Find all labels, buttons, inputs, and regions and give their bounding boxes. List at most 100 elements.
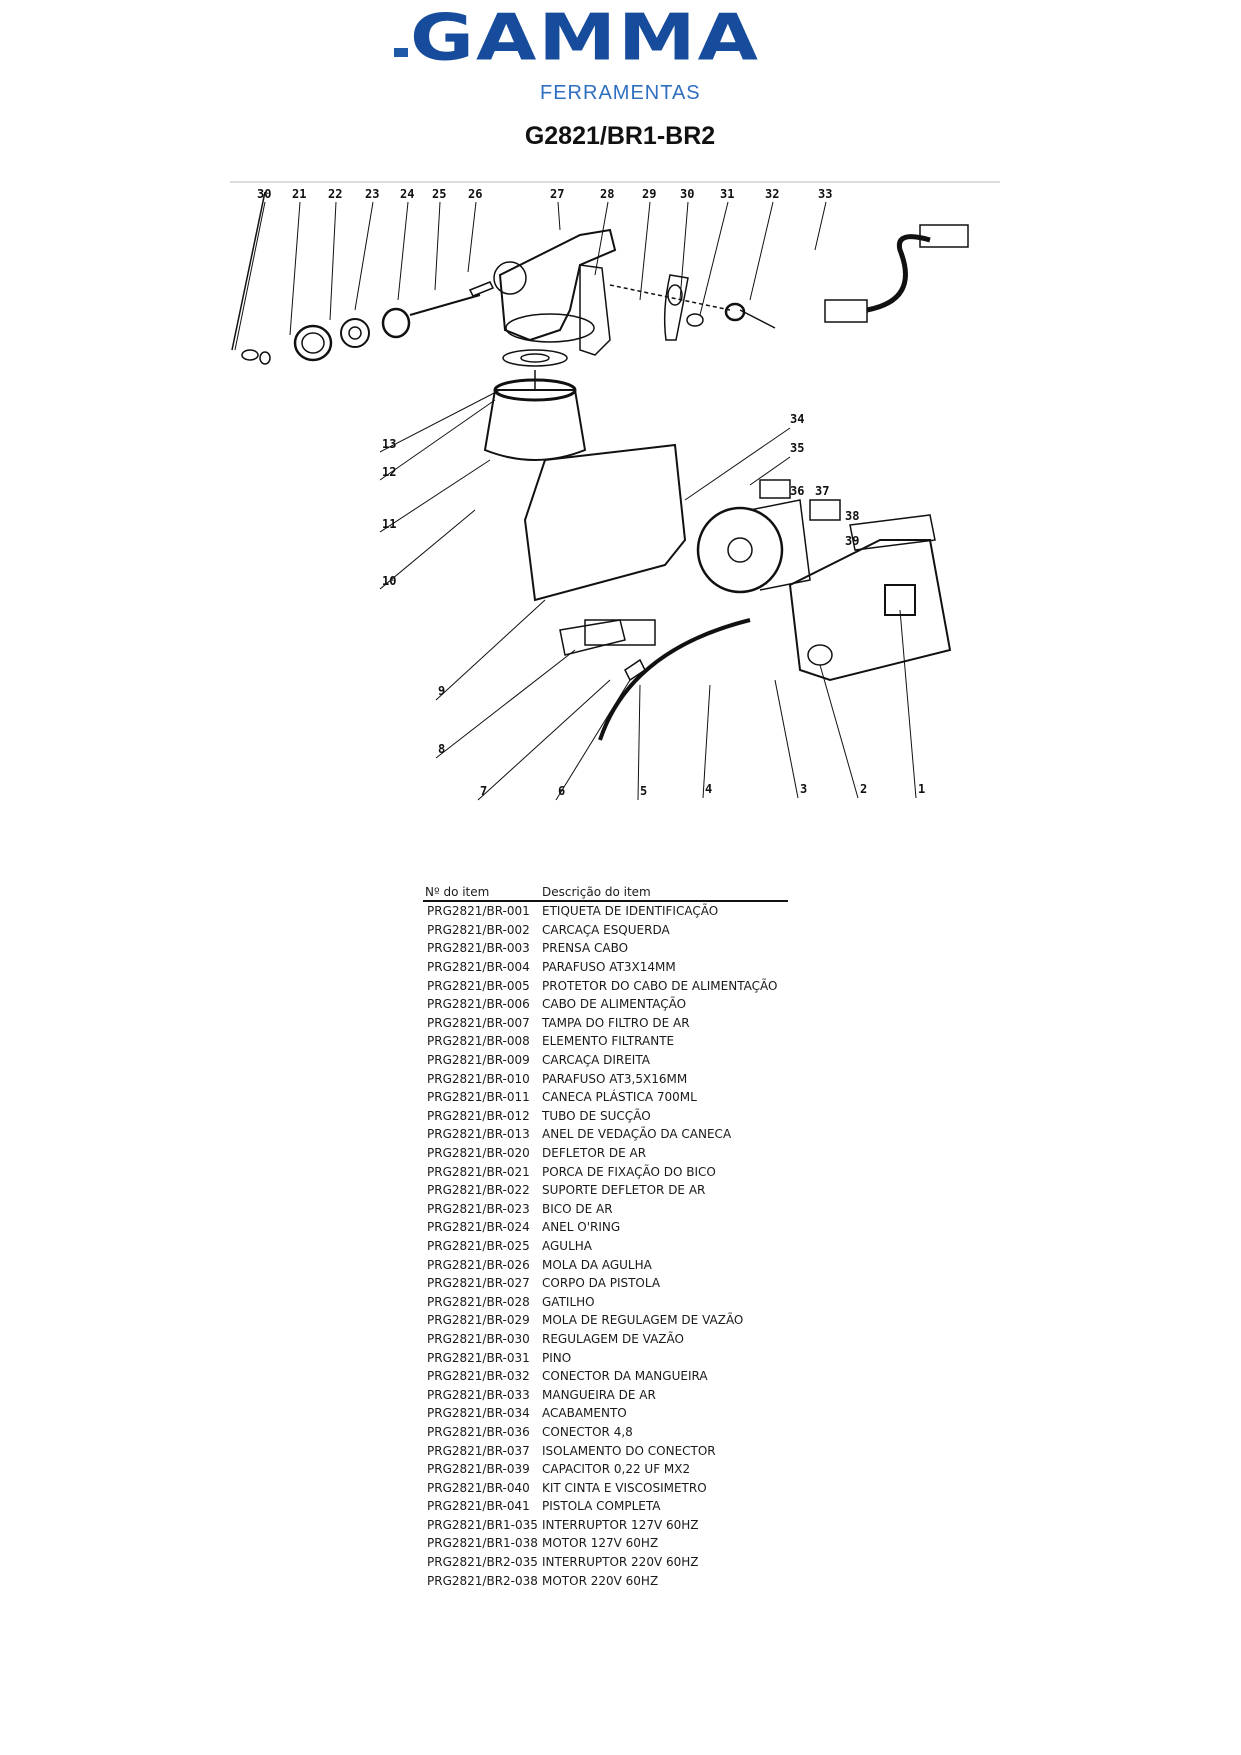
item-description: CABO DE ALIMENTAÇÃO [542,997,687,1012]
callout-25: 25 [432,187,446,201]
table-row: PRG2821/BR2-038 MOTOR 220V 60HZ [423,1571,788,1590]
callout-7: 7 [480,784,487,798]
item-description: ACABAMENTO [542,1406,627,1421]
callout-23: 23 [365,187,379,201]
callout-39: 39 [845,534,859,548]
callout-27: 27 [550,187,564,201]
callout-36: 36 [790,484,804,498]
item-description: PROTETOR DO CABO DE ALIMENTAÇÃO [542,978,778,993]
item-code: PRG2821/BR-028 [427,1294,530,1309]
item-code: PRG2821/BR-013 [427,1127,530,1142]
item-code: PRG2821/BR-008 [427,1034,530,1049]
callout-29: 29 [642,187,656,201]
callout-9: 9 [438,684,445,698]
callout-22: 22 [328,187,342,201]
item-code: PRG2821/BR-024 [427,1220,530,1235]
callout-4: 4 [705,782,712,796]
callout-24: 24 [400,187,414,201]
callout-30b: 30 [680,187,694,201]
brand-subtitle: FERRAMENTAS [540,82,701,104]
brand-name: GAMMA [410,1,760,75]
item-code: PRG2821/BR-021 [427,1164,530,1179]
item-code: PRG2821/BR-003 [427,941,530,956]
item-description: CARCAÇA DIREITA [542,1053,650,1068]
callout-21: 21 [292,187,306,201]
item-code: PRG2821/BR-010 [427,1071,530,1086]
item-description: INTERRUPTOR 127V 60HZ [542,1517,699,1532]
item-description: PRENSA CABO [542,941,629,956]
brand-logo: GAMMA FERRAMENTAS [390,6,840,104]
item-code: PRG2821/BR-027 [427,1276,530,1291]
gun-parts [231,191,969,365]
item-code: PRG2821/BR-004 [427,960,530,975]
callout-2: 2 [860,782,867,796]
table-body: PRG2821/BR-001 ETIQUETA DE IDENTIFICAÇÃO P… [423,902,788,1590]
item-description: PARAFUSO AT3X14MM [542,960,676,975]
item-code: PRG2821/BR-033 [427,1387,530,1402]
callout-11: 11 [382,517,396,531]
item-code: PRG2821/BR-036 [427,1424,530,1439]
item-code: PRG2821/BR-041 [427,1499,530,1514]
item-description: ELEMENTO FILTRANTE [542,1034,675,1049]
item-code: PRG2821/BR-007 [427,1015,530,1030]
callout-30a: 30 [257,187,271,201]
item-code: PRG2821/BR-037 [427,1443,530,1458]
callout-37: 37 [815,484,829,498]
item-description: PARAFUSO AT3,5X16MM [542,1071,688,1086]
table-row: PRG2821/BR-032 CONECTOR DA MANGUEIRA [423,1367,788,1386]
item-description: MOTOR 220V 60HZ [542,1573,659,1588]
logo-mark [394,48,408,57]
callout-38: 38 [845,509,859,523]
callout-3: 3 [800,782,807,796]
item-code: PRG2821/BR2-038 [427,1573,538,1588]
item-description: CONECTOR 4,8 [542,1424,633,1439]
item-description: PISTOLA COMPLETA [542,1499,661,1514]
exploded-view-diagram: 30 21 22 23 24 25 26 27 28 29 30 31 32 3… [230,181,1000,801]
table-row: PRG2821/BR-036 CONECTOR 4,8 [423,1423,788,1442]
item-code: PRG2821/BR-034 [427,1406,530,1421]
item-description: SUPORTE DEFLETOR DE AR [542,1183,706,1198]
item-code: PRG2821/BR-012 [427,1108,530,1123]
parts-table: Nº do item Descrição do item PRG2821/BR-… [423,880,788,1590]
item-code: PRG2821/BR-002 [427,922,530,937]
item-code: PRG2821/BR-030 [427,1331,530,1346]
callout-32: 32 [765,187,779,201]
item-code: PRG2821/BR-001 [427,904,530,919]
item-code: PRG2821/BR-031 [427,1350,530,1365]
header-description: Descrição do item [542,885,651,899]
callout-34: 34 [790,412,804,426]
item-code: PRG2821/BR-025 [427,1238,530,1253]
item-description: ETIQUETA DE IDENTIFICAÇÃO [542,904,719,919]
item-description: CONECTOR DA MANGUEIRA [542,1369,708,1384]
motor [696,479,841,594]
table-row: PRG2821/BR-004 PARAFUSO AT3X14MM [423,958,788,977]
item-description: ISOLAMENTO DO CONECTOR [542,1443,716,1458]
item-code: PRG2821/BR-032 [427,1369,530,1384]
callout-35: 35 [790,441,804,455]
callout-5: 5 [640,784,647,798]
paint-cup [483,349,587,461]
item-code: PRG2821/BR-022 [427,1183,530,1198]
table-row: PRG2821/BR-022 SUPORTE DEFLETOR DE AR [423,1181,788,1200]
item-description: INTERRUPTOR 220V 60HZ [542,1555,699,1570]
item-code: PRG2821/BR-040 [427,1480,530,1495]
callout-1: 1 [918,782,925,796]
callout-33: 33 [818,187,832,201]
left-housing [523,443,687,656]
